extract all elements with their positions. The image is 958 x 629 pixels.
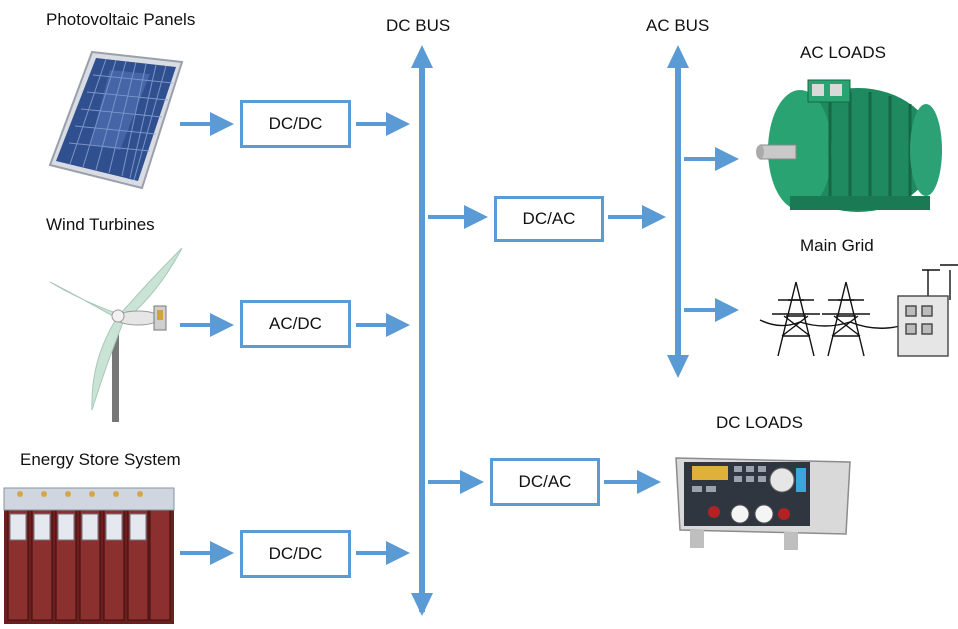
- dc-loads-label: DC LOADS: [716, 413, 803, 432]
- dc-bus-line: [411, 45, 433, 616]
- electric-motor-icon: [756, 79, 942, 212]
- dc-bus-label: DC BUS: [386, 16, 451, 35]
- inverter-label-dc-loads: DC/AC: [518, 472, 572, 491]
- pv-panels-label: Photovoltaic Panels: [46, 10, 196, 29]
- converter-label-wind: AC/DC: [269, 314, 322, 333]
- energy-store-label: Energy Store System: [20, 450, 181, 469]
- solar-panel-icon: [48, 50, 184, 190]
- battery-bank-icon: [3, 487, 175, 624]
- converter-box-storage: DC/DC: [240, 530, 351, 578]
- converter-box-wind: AC/DC: [240, 300, 351, 348]
- inverter-box-dc-loads: DC/AC: [490, 458, 600, 506]
- ac-bus-label: AC BUS: [646, 16, 710, 35]
- power-grid-icon: [759, 264, 958, 357]
- converter-label-pv: DC/DC: [268, 114, 323, 133]
- inverter-box-ac: DC/AC: [494, 196, 604, 242]
- converter-box-pv: DC/DC: [240, 100, 351, 148]
- main-grid-label: Main Grid: [800, 236, 874, 255]
- converter-label-storage: DC/DC: [268, 544, 323, 563]
- wind-turbines-label: Wind Turbines: [46, 215, 155, 234]
- wind-turbine-icon: [49, 247, 183, 422]
- dc-electronic-load-icon: [675, 457, 851, 550]
- ac-bus-line: [667, 45, 689, 378]
- ac-loads-label: AC LOADS: [800, 43, 886, 62]
- inverter-label-ac: DC/AC: [522, 209, 576, 228]
